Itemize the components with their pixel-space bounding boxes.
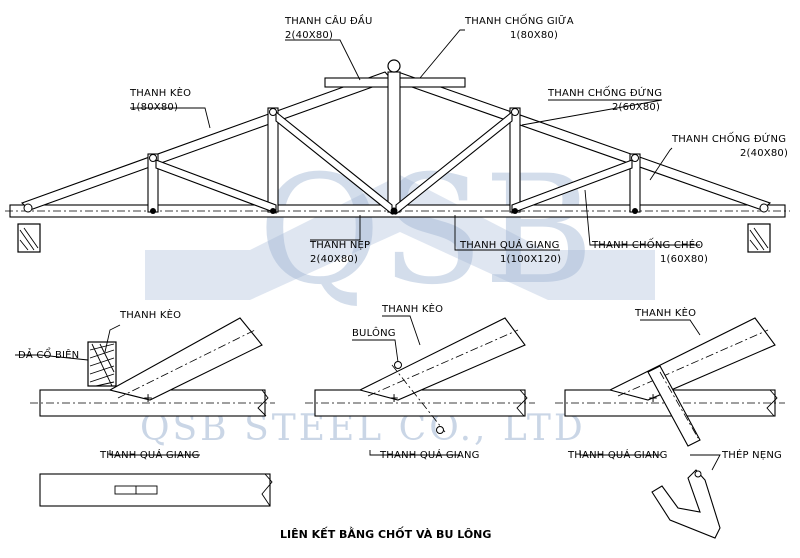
right-support-hatch — [749, 227, 769, 251]
label-thanh-cau-dau: THANH CÂU ĐẦU — [284, 13, 372, 27]
label-thanh-chong-cheo: THANH CHỐNG CHÉO — [591, 237, 703, 251]
d1-rafter — [108, 317, 263, 401]
label-thanh-chong-dung-1: THANH CHỐNG ĐỨNG — [547, 85, 662, 99]
svg-text:+: + — [648, 391, 658, 405]
d3-label-keo: THANH KÈO — [634, 306, 696, 319]
watermark: QSB QSB STEEL CO., LTD — [140, 144, 655, 449]
size-thanh-keo: 1(80X80) — [130, 102, 178, 113]
svg-text:+: + — [389, 391, 399, 405]
detail-2: + THANH KÈO BULÔNG THANH QUÁ GIANG — [305, 302, 535, 461]
size-thanh-chong-cheo: 1(60X80) — [660, 254, 708, 265]
diagonal-left-inner — [275, 110, 393, 216]
caption: LIÊN KẾT BẰNG CHỐT VÀ BU LÔNG — [280, 526, 491, 541]
d1-label-qua-giang: THANH QUÁ GIANG — [99, 448, 200, 461]
watermark-chevron-shape — [145, 175, 655, 300]
truss-bolts — [23, 59, 769, 215]
truss-elevation: THANH CÂU ĐẦU 2(40X80) THANH CHỐNG GIỮA … — [5, 13, 790, 265]
d1-label-keo: THANH KÈO — [119, 308, 181, 321]
left-support-hatch — [19, 227, 39, 251]
label-thanh-chong-giua: THANH CHỐNG GIỮA — [464, 13, 574, 27]
diagonal-right-outer — [511, 159, 633, 214]
size-thanh-chong-giua: 1(80X80) — [510, 30, 558, 41]
left-support — [17, 223, 41, 253]
diagonal-left-outer — [155, 159, 277, 214]
label-thanh-chong-dung-2: THANH CHỐNG ĐỨNG — [671, 131, 786, 145]
size-thanh-chong-dung-1: 2(60X80) — [612, 102, 660, 113]
d2-rafter — [358, 317, 526, 401]
d2-label-bulong: BULÔNG — [352, 326, 396, 339]
size-thanh-chong-dung-2: 2(40X80) — [740, 148, 788, 159]
diagonal-right-inner — [395, 110, 513, 216]
size-thanh-cau-dau: 2(40X80) — [285, 30, 333, 41]
size-thanh-qua-giang: 1(100X120) — [500, 254, 561, 265]
detail-1: + THANH KÈO DẢ CỔ BIÊN THANH QUÁ GIANG — [15, 308, 275, 507]
d1-section — [39, 473, 271, 507]
d2-label-qua-giang: THANH QUÁ GIANG — [379, 448, 480, 461]
king-post — [387, 71, 401, 213]
label-thanh-keo: THANH KÈO — [129, 86, 191, 99]
d3-u-bracket — [651, 469, 721, 539]
d1-label-da: DẢ CỔ BIÊN — [18, 346, 79, 361]
label-thanh-qua-giang: THANH QUÁ GIANG — [459, 238, 560, 251]
vertical-left-1 — [267, 107, 279, 213]
size-thanh-nep: 2(40X80) — [310, 254, 358, 265]
d3-steel-strap — [647, 365, 701, 447]
svg-text:+: + — [143, 391, 153, 405]
d3-rafter — [608, 317, 776, 401]
label-thanh-nep: THANH NẸP — [309, 240, 370, 251]
d2-label-keo: THANH KÈO — [381, 302, 443, 315]
watermark-logo: QSB — [258, 144, 594, 318]
detail-3: + THANH KÈO THANH QUÁ GIANG THÉP NẸNG — [555, 306, 785, 539]
leader-lines — [130, 29, 700, 251]
right-support — [747, 223, 771, 253]
d3-label-qua-giang: THANH QUÁ GIANG — [567, 448, 668, 461]
d3-label-thep: THÉP NẸNG — [721, 448, 782, 461]
vertical-right-1 — [509, 107, 521, 213]
